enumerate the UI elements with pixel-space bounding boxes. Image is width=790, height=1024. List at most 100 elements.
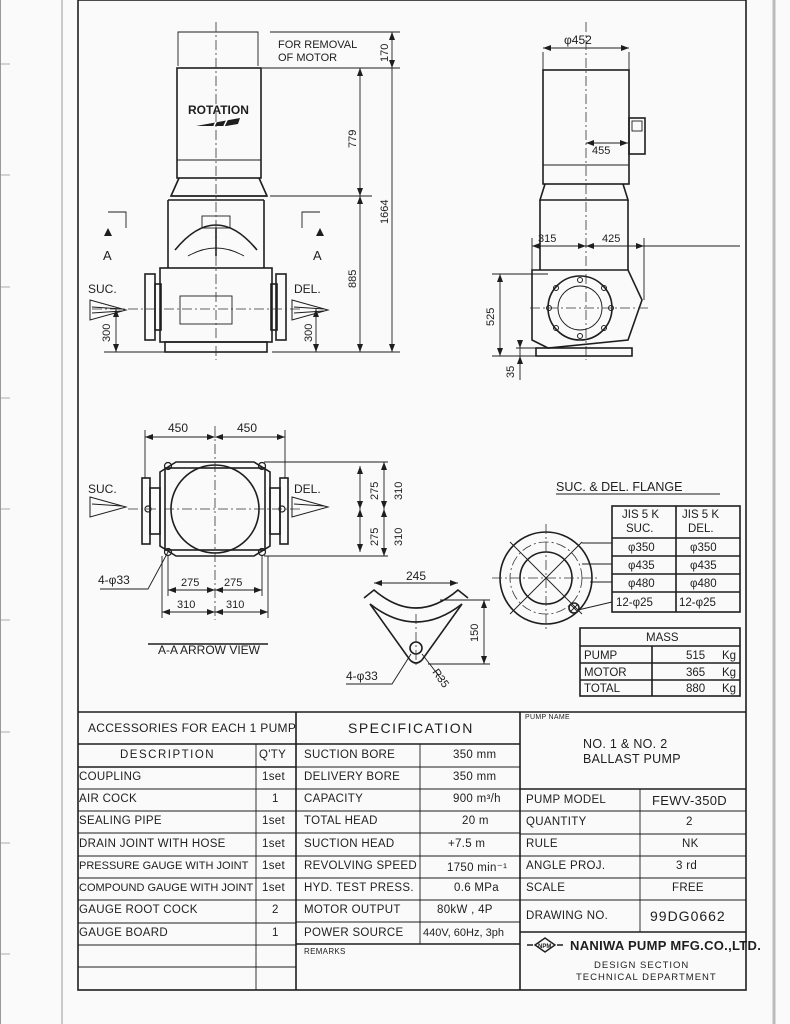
spec-item: MOTOR OUTPUT xyxy=(304,904,401,916)
title-value: NK xyxy=(682,838,699,850)
mass-title: MASS xyxy=(646,632,679,644)
flange-del-0: φ350 xyxy=(690,542,717,554)
accessory-desc: COUPLING xyxy=(79,771,142,783)
pump-name-line-2: BALLAST PUMP xyxy=(583,752,681,766)
dim-315: 315 xyxy=(538,233,556,245)
spec-value: 440V, 60Hz, 3ph xyxy=(423,927,504,939)
dim-779: 779 xyxy=(347,130,359,148)
accessories-col-desc: DESCRIPTION xyxy=(120,749,216,761)
accessory-desc: GAUGE ROOT COCK xyxy=(79,904,198,916)
accessory-desc: DRAIN JOINT WITH HOSE xyxy=(79,838,226,850)
foundation-bolt-detail xyxy=(346,580,490,685)
specification-title: SPECIFICATION xyxy=(348,720,474,736)
flange-del-1: φ435 xyxy=(690,560,717,572)
section-mark-left: A xyxy=(103,248,112,263)
flange-suc-1: φ435 xyxy=(628,560,655,572)
dim-275-bottom-right: 275 xyxy=(224,577,242,589)
accessory-qty: 1set xyxy=(262,815,285,827)
bolt-holes-base: 4-φ33 xyxy=(98,573,130,587)
accessory-qty: 1set xyxy=(262,860,285,872)
del-label-plan: DEL. xyxy=(294,482,321,496)
title-item: PUMP MODEL xyxy=(526,794,607,806)
dim-300-right: 300 xyxy=(303,324,315,342)
drawing-frame xyxy=(77,0,747,991)
spec-value: 900 m³/h xyxy=(453,793,501,805)
flange-detail xyxy=(492,493,741,697)
section-mark-right: A xyxy=(313,248,322,263)
flange-col2-h2: DEL. xyxy=(688,523,714,535)
dim-275-lower: 275 xyxy=(369,528,381,546)
dim-450-right: 450 xyxy=(237,421,257,435)
dim-310-lower: 310 xyxy=(393,528,405,546)
terminal-box xyxy=(628,117,646,155)
title-value: FEWV-350D xyxy=(652,793,727,808)
mass-unit-1: Kg xyxy=(722,667,736,679)
title-item: ANGLE PROJ. xyxy=(526,860,606,872)
dim-885: 885 xyxy=(347,270,359,288)
bolt-holes-detail: 4-φ33 xyxy=(346,669,378,683)
del-label-front: DEL. xyxy=(294,282,321,296)
dim-525: 525 xyxy=(485,308,497,326)
accessory-qty: 1 xyxy=(272,927,279,939)
flange-title: SUC. & DEL. FLANGE xyxy=(556,480,682,494)
mass-item-0: PUMP xyxy=(584,650,618,662)
motor xyxy=(176,67,262,179)
side-view xyxy=(492,22,740,380)
spec-value: 20 m xyxy=(462,815,489,827)
flange-col2-h1: JIS 5 K xyxy=(682,509,719,521)
removal-note-1: FOR REMOVAL xyxy=(278,39,357,51)
pump-name-label: PUMP NAME xyxy=(525,714,570,721)
title-block-grid: NPM xyxy=(78,711,746,990)
department-line-2: TECHNICAL DEPARTMENT xyxy=(576,972,717,983)
accessory-desc: AIR COCK xyxy=(79,793,137,805)
drawing-number: 99DG0662 xyxy=(650,908,726,924)
spec-item: CAPACITY xyxy=(304,793,364,805)
mass-unit-2: Kg xyxy=(722,683,736,695)
dim-310-bottom-left: 310 xyxy=(177,599,195,611)
view-title: A-A ARROW VIEW xyxy=(158,643,261,657)
arrow-view-aa xyxy=(89,426,388,645)
mass-value-1: 365 xyxy=(686,667,705,679)
spec-value: 0.6 MPa xyxy=(454,882,499,894)
company-logo: NPM xyxy=(538,944,551,950)
dim-245: 245 xyxy=(406,569,426,583)
title-value: FREE xyxy=(672,882,704,894)
flange-col1-h1: JIS 5 K xyxy=(622,509,659,521)
flange-del-2: φ480 xyxy=(690,578,717,590)
spec-value: 350 mm xyxy=(453,771,497,783)
flange-del-3: 12-φ25 xyxy=(679,597,716,609)
flange-suc-0: φ350 xyxy=(628,542,655,554)
spec-value: 80kW , 4P xyxy=(437,904,493,916)
dim-310-bottom-right: 310 xyxy=(226,599,244,611)
spec-value: 1750 min⁻¹ xyxy=(447,862,508,874)
mass-table xyxy=(579,627,741,697)
accessory-desc: COMPOUND GAUGE WITH JOINT xyxy=(79,882,254,894)
removal-note-2: OF MOTOR xyxy=(278,52,337,64)
accessory-qty: 1set xyxy=(262,838,285,850)
dim-1664: 1664 xyxy=(379,200,391,224)
dim-425: 425 xyxy=(602,233,620,245)
dim-275-bottom-left: 275 xyxy=(181,577,199,589)
rotation-label: ROTATION xyxy=(188,103,249,117)
flange-suc-3: 12-φ25 xyxy=(616,597,653,609)
accessory-desc: PRESSURE GAUGE WITH JOINT xyxy=(79,860,249,872)
department-line-1: DESIGN SECTION xyxy=(594,960,690,971)
flange-suc-2: φ480 xyxy=(628,578,655,590)
accessory-qty: 1 xyxy=(272,793,279,805)
casing-side xyxy=(531,269,643,349)
accessory-desc: SEALING PIPE xyxy=(79,815,162,827)
remarks-label: REMARKS xyxy=(304,947,346,956)
title-item: DRAWING NO. xyxy=(526,910,609,922)
spec-item: SUCTION HEAD xyxy=(304,838,395,850)
dim-455: 455 xyxy=(592,145,610,157)
mass-value-0: 515 xyxy=(686,650,705,662)
accessory-qty: 1set xyxy=(262,882,285,894)
dim-150: 150 xyxy=(469,624,481,642)
mass-unit-0: Kg xyxy=(722,650,736,662)
spec-item: POWER SOURCE xyxy=(304,927,404,939)
dim-275-upper: 275 xyxy=(369,482,381,500)
mass-item-1: MOTOR xyxy=(584,667,627,679)
suc-label-front: SUC. xyxy=(88,282,117,296)
dim-170: 170 xyxy=(379,44,391,62)
